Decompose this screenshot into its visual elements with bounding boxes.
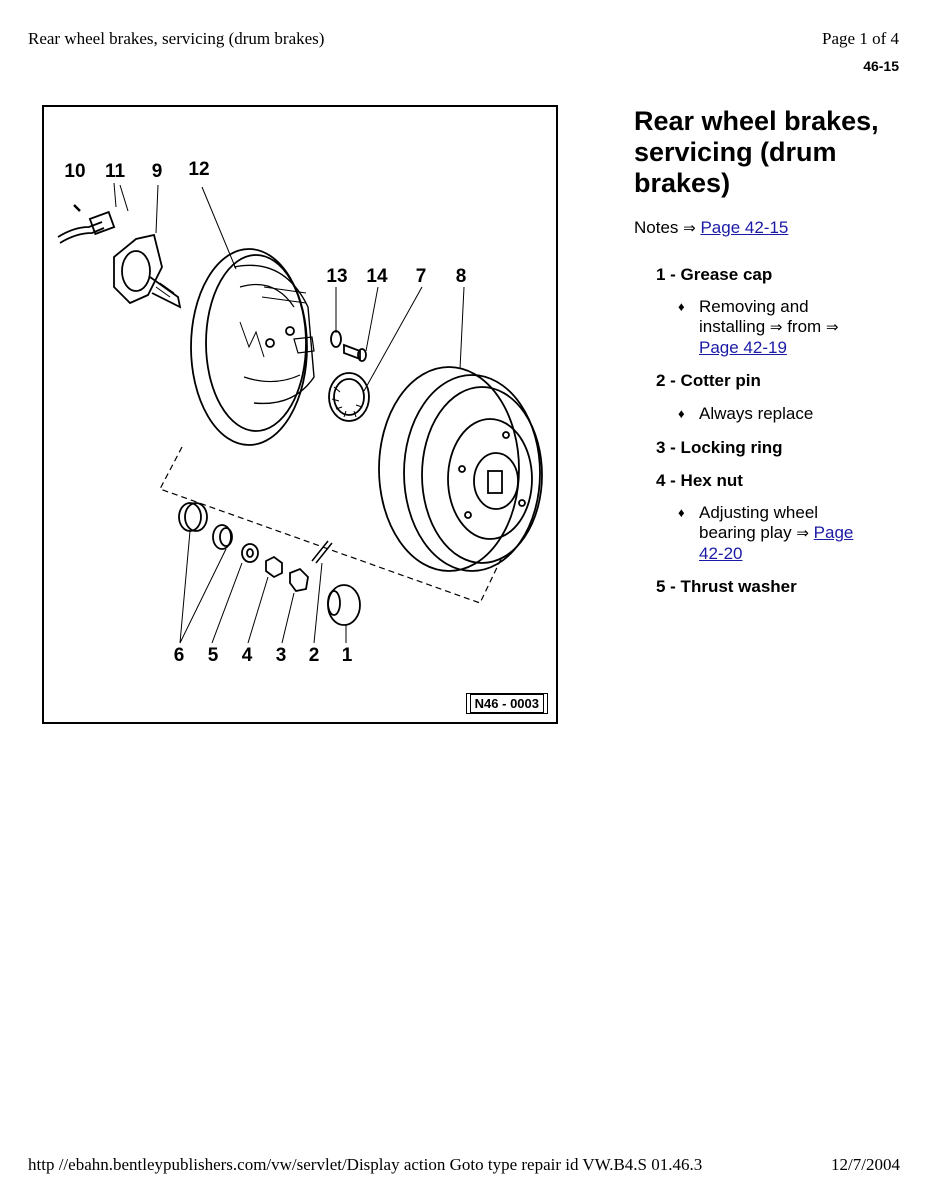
stub-axle <box>149 276 182 309</box>
exploded-view-diagram: 10 11 9 12 13 14 7 8 6 5 4 3 2 1 N46 - 0… <box>42 105 558 724</box>
notes-label: Notes <box>634 218 679 237</box>
arrow-right-icon: ⇒ <box>683 220 696 237</box>
callout-5: 5 <box>207 645 219 666</box>
cotter-pin <box>311 540 333 564</box>
page-42-20-link[interactable]: Page 42-20 <box>699 523 854 563</box>
callout-14: 14 <box>366 266 388 287</box>
item-grease-cap-note: ♦ Removing and installing ⇒ from ⇒ Page … <box>678 297 878 358</box>
wheel-bearing <box>212 524 232 550</box>
note-from: from <box>787 317 822 336</box>
callout-10: 10 <box>64 161 86 182</box>
item-cotter-pin-note: ♦ Always replace <box>678 404 878 424</box>
callout-3: 3 <box>275 645 287 666</box>
callout-1: 1 <box>341 645 353 666</box>
callout-6: 6 <box>173 645 185 666</box>
callout-8: 8 <box>455 266 467 287</box>
note-text: Removing and installing <box>699 297 809 336</box>
notes-line: Notes ⇒ Page 42-15 <box>634 218 788 238</box>
figure-id-text: N46 - 0003 <box>469 694 544 713</box>
item-cotter-pin: 2 - Cotter pin <box>656 371 761 390</box>
item-thrust-washer: 5 - Thrust washer <box>656 577 797 596</box>
drum-hub <box>487 470 503 494</box>
abs-ring <box>328 372 370 422</box>
callout-11: 11 <box>104 161 126 182</box>
arrow-right-icon: ⇒ <box>796 525 809 542</box>
section-title: Rear wheel brakes, servicing (drum brake… <box>634 106 879 198</box>
callout-9: 9 <box>151 161 163 182</box>
brake-spring <box>239 321 265 358</box>
hex-nut <box>265 555 283 579</box>
adjuster-rod <box>261 286 307 304</box>
callout-13: 13 <box>326 266 348 287</box>
spring-washer <box>330 330 342 348</box>
drum-brake-illustration <box>57 182 543 644</box>
item-hex-nut: 4 - Hex nut <box>656 471 743 490</box>
sensor-bolt <box>73 204 81 212</box>
bearing-race <box>178 502 202 532</box>
backing-plate <box>190 248 308 446</box>
diamond-bullet-icon: ♦ <box>678 406 685 421</box>
page-42-19-link[interactable]: Page 42-19 <box>699 338 787 357</box>
arrow-right-icon: ⇒ <box>769 319 783 336</box>
footer-url: http //ebahn.bentleypublishers.com/vw/se… <box>28 1155 703 1174</box>
callout-7: 7 <box>415 266 427 287</box>
page-indicator: Page 1 of 4 <box>822 29 899 48</box>
callout-12: 12 <box>188 159 210 180</box>
diamond-bullet-icon: ♦ <box>678 505 685 520</box>
assembly-outline <box>159 446 503 604</box>
brake-drum <box>378 366 520 572</box>
arrow-right-icon: ⇒ <box>825 319 839 336</box>
document-header-title: Rear wheel brakes, servicing (drum brake… <box>28 29 325 48</box>
note-text: Adjusting wheel bearing play <box>699 503 819 542</box>
locking-ring <box>289 567 309 592</box>
footer-date: 12/7/2004 <box>831 1155 900 1174</box>
diamond-bullet-icon: ♦ <box>678 299 685 314</box>
callout-4: 4 <box>241 645 253 666</box>
callout-2: 2 <box>308 645 320 666</box>
item-grease-cap: 1 - Grease cap <box>656 265 773 284</box>
note-text: Always replace <box>699 404 814 423</box>
item-hex-nut-note: ♦ Adjusting wheel bearing play ⇒ Page 42… <box>678 503 878 564</box>
notes-page-link[interactable]: Page 42-15 <box>700 218 789 237</box>
sensor-cable <box>57 221 103 238</box>
item-locking-ring: 3 - Locking ring <box>656 438 783 457</box>
repair-group-code: 46-15 <box>863 58 899 74</box>
page-footer: http //ebahn.bentleypublishers.com/vw/se… <box>28 1155 900 1175</box>
thrust-washer <box>241 543 259 563</box>
speed-sensor <box>88 210 116 236</box>
figure-id-label: N46 - 0003 <box>465 693 548 714</box>
